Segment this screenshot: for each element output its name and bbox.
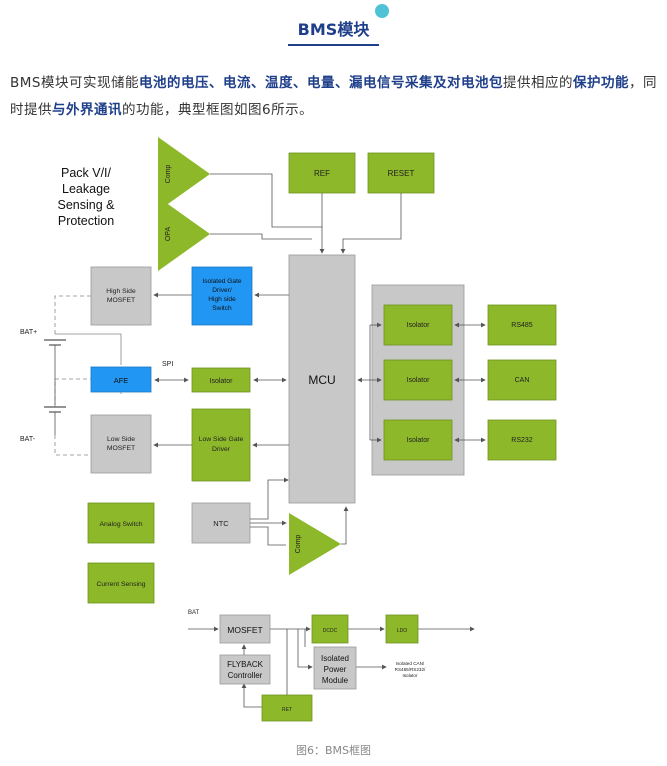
svg-text:Isolated Gate: Isolated Gate: [202, 278, 242, 285]
svg-text:Protection: Protection: [58, 214, 114, 228]
svg-text:Leakage: Leakage: [62, 182, 110, 196]
svg-text:MOSFET: MOSFET: [107, 445, 135, 452]
analog-switch-block: Analog Switch: [87, 502, 155, 544]
svg-text:Isolated CAN/: Isolated CAN/: [396, 661, 425, 666]
svg-text:AFE: AFE: [114, 376, 129, 385]
svg-text:CAN: CAN: [515, 377, 530, 384]
svg-text:LDO: LDO: [397, 628, 407, 634]
opa-triangle: OPA: [158, 197, 210, 271]
svg-text:High side: High side: [208, 296, 236, 303]
svg-text:MOSFET: MOSFET: [227, 625, 262, 635]
title-wrap: BMS模块: [0, 4, 667, 46]
bat-minus-label: BAT-: [20, 436, 36, 443]
reset-block: RESET: [367, 152, 435, 194]
can-block: CAN: [487, 359, 557, 401]
svg-text:RS485/RS232/: RS485/RS232/: [395, 667, 426, 672]
figure-caption: 图6：BMS框图: [295, 744, 372, 757]
intro-paragraph: BMS模块可实现储能电池的电压、电流、温度、电量、漏电信号采集及对电池包提供相应…: [10, 75, 657, 118]
section-title: BMS模块: [287, 4, 390, 46]
svg-text:REF: REF: [314, 169, 330, 178]
svg-text:OPA: OPA: [165, 227, 172, 242]
isolator-spi-block: Isolator: [191, 367, 251, 393]
svg-text:Isolator: Isolator: [402, 673, 418, 678]
svg-text:Pack V/I/: Pack V/I/: [61, 166, 112, 180]
svg-text:Low Side: Low Side: [107, 436, 135, 443]
svg-text:Analog Switch: Analog Switch: [99, 521, 142, 528]
svg-text:RESET: RESET: [388, 169, 415, 178]
svg-text:MOSFET: MOSFET: [107, 297, 135, 304]
svg-text:DCDC: DCDC: [323, 628, 338, 634]
low-side-gate-driver-block: Low Side Gate Driver: [191, 408, 251, 482]
rs485-block: RS485: [487, 304, 557, 346]
iso-block-1: Isolator: [383, 304, 453, 346]
low-side-mosfet-block: Low Side MOSFET: [90, 414, 152, 474]
bat-plus-label: BAT+: [20, 329, 37, 336]
iso-block-2: Isolator: [383, 359, 453, 401]
svg-text:Power: Power: [324, 665, 347, 674]
isolated-output-label: Isolated CAN/ RS485/RS232/ Isolator: [395, 661, 426, 678]
spi-label: SPI: [162, 361, 173, 368]
intro-bold-2: 保护功能: [572, 75, 629, 91]
high-side-mosfet-block: High Side MOSFET: [90, 266, 152, 326]
svg-text:RET: RET: [282, 707, 292, 713]
svg-text:Module: Module: [322, 676, 349, 685]
iso-block-3: Isolator: [383, 419, 453, 461]
bms-block-diagram: Pack V/I/ Leakage Sensing & Protection C…: [20, 137, 557, 722]
svg-text:Isolator: Isolator: [407, 377, 431, 384]
svg-text:Comp: Comp: [295, 535, 302, 554]
svg-text:Driver/: Driver/: [212, 287, 232, 294]
battery-symbol: [44, 339, 66, 435]
svg-text:Switch: Switch: [212, 305, 232, 312]
svg-text:MCU: MCU: [308, 373, 335, 387]
svg-text:Isolated: Isolated: [321, 654, 349, 663]
svg-text:Driver: Driver: [212, 446, 231, 453]
svg-text:Comp: Comp: [165, 165, 172, 184]
ntc-connectors: [250, 477, 349, 546]
svg-text:Isolator: Isolator: [210, 378, 234, 385]
pack-sensing-label: Pack V/I/ Leakage Sensing & Protection: [58, 166, 116, 228]
bat-label: BAT: [188, 610, 200, 616]
svg-text:Low Side Gate: Low Side Gate: [199, 436, 244, 443]
svg-text:Isolator: Isolator: [407, 437, 431, 444]
dcdc-block: DCDC: [311, 614, 349, 644]
comp-top-triangle: Comp: [158, 137, 210, 211]
svg-text:Current Sensing: Current Sensing: [96, 581, 145, 588]
isolated-gate-driver-block: Isolated Gate Driver/ High side Switch: [191, 266, 253, 326]
iso-left-connectors: [357, 322, 486, 443]
svg-text:Sensing &: Sensing &: [58, 198, 116, 212]
svg-text:Controller: Controller: [228, 671, 263, 680]
comp-bottom-triangle: Comp: [289, 513, 341, 575]
svg-text:NTC: NTC: [213, 519, 229, 528]
mcu-block: MCU: [288, 254, 356, 504]
mosfet-block: MOSFET: [219, 614, 271, 644]
flyback-controller-block: FLYBACK Controller: [219, 654, 271, 685]
svg-text:Isolator: Isolator: [407, 322, 431, 329]
ntc-block: NTC: [191, 502, 251, 544]
svg-text:FLYBACK: FLYBACK: [227, 660, 264, 669]
ref-block: REF: [288, 152, 356, 194]
intro-bold-3: 与外界通讯: [52, 102, 122, 118]
svg-text:RS485: RS485: [511, 322, 533, 329]
svg-text:High Side: High Side: [106, 288, 136, 295]
intro-bold-1: 电池的电压、电流、温度、电量、漏电信号采集及对电池包: [138, 75, 503, 91]
svg-text:RS232: RS232: [511, 437, 533, 444]
decor-dot: [375, 4, 390, 18]
ret-block: RET: [261, 694, 313, 722]
top-connectors: [210, 173, 402, 254]
power-connectors: [188, 626, 475, 708]
isolated-power-module-block: Isolated Power Module: [313, 646, 357, 690]
afe-block: AFE: [90, 366, 152, 393]
ldo-block: LDO: [385, 614, 419, 644]
rs232-block: RS232: [487, 419, 557, 461]
current-sensing-block: Current Sensing: [87, 562, 155, 604]
